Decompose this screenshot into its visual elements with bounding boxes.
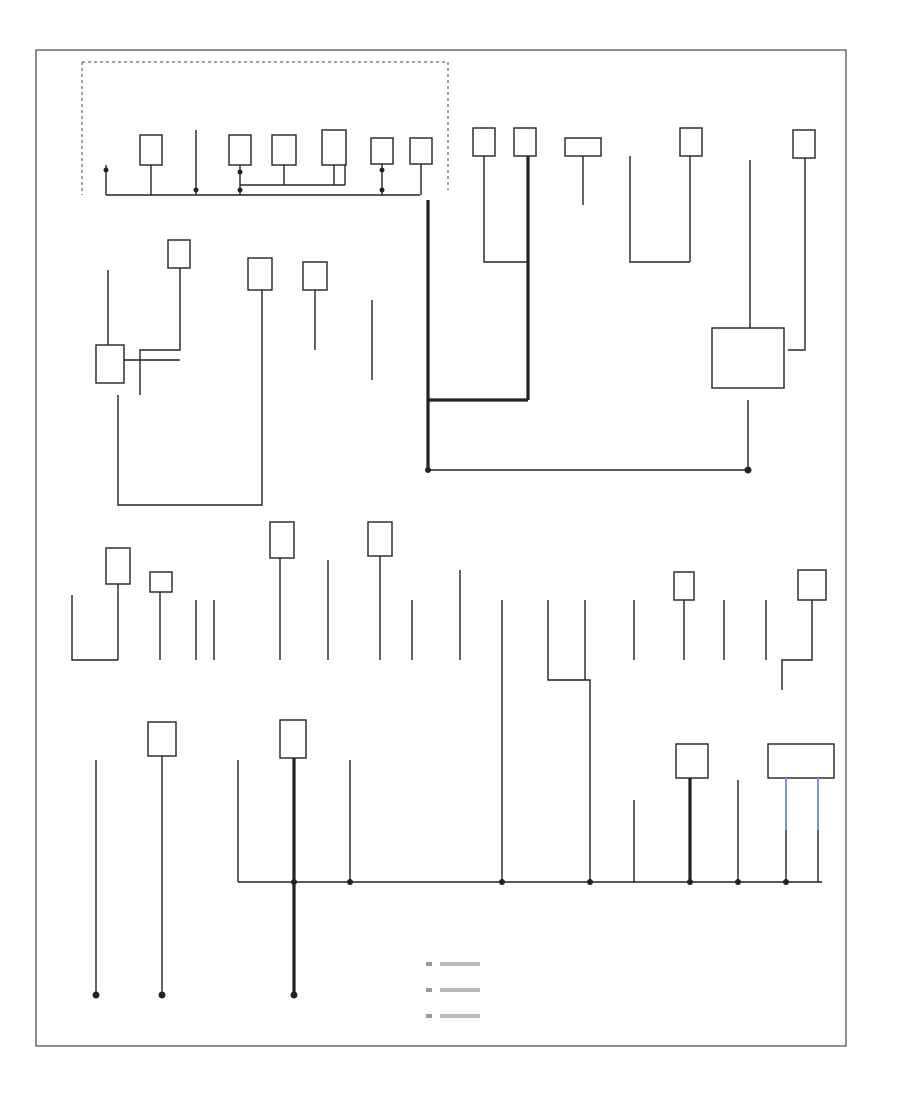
legend-notes bbox=[426, 962, 480, 1018]
middle-row-components bbox=[71, 521, 827, 880]
harness-boundary bbox=[81, 61, 449, 195]
diagram-frame bbox=[35, 49, 847, 1047]
top-left-components bbox=[103, 129, 433, 196]
bottom-row-components bbox=[92, 719, 835, 999]
top-right-components bbox=[472, 127, 816, 470]
middle-left-components bbox=[95, 239, 373, 506]
